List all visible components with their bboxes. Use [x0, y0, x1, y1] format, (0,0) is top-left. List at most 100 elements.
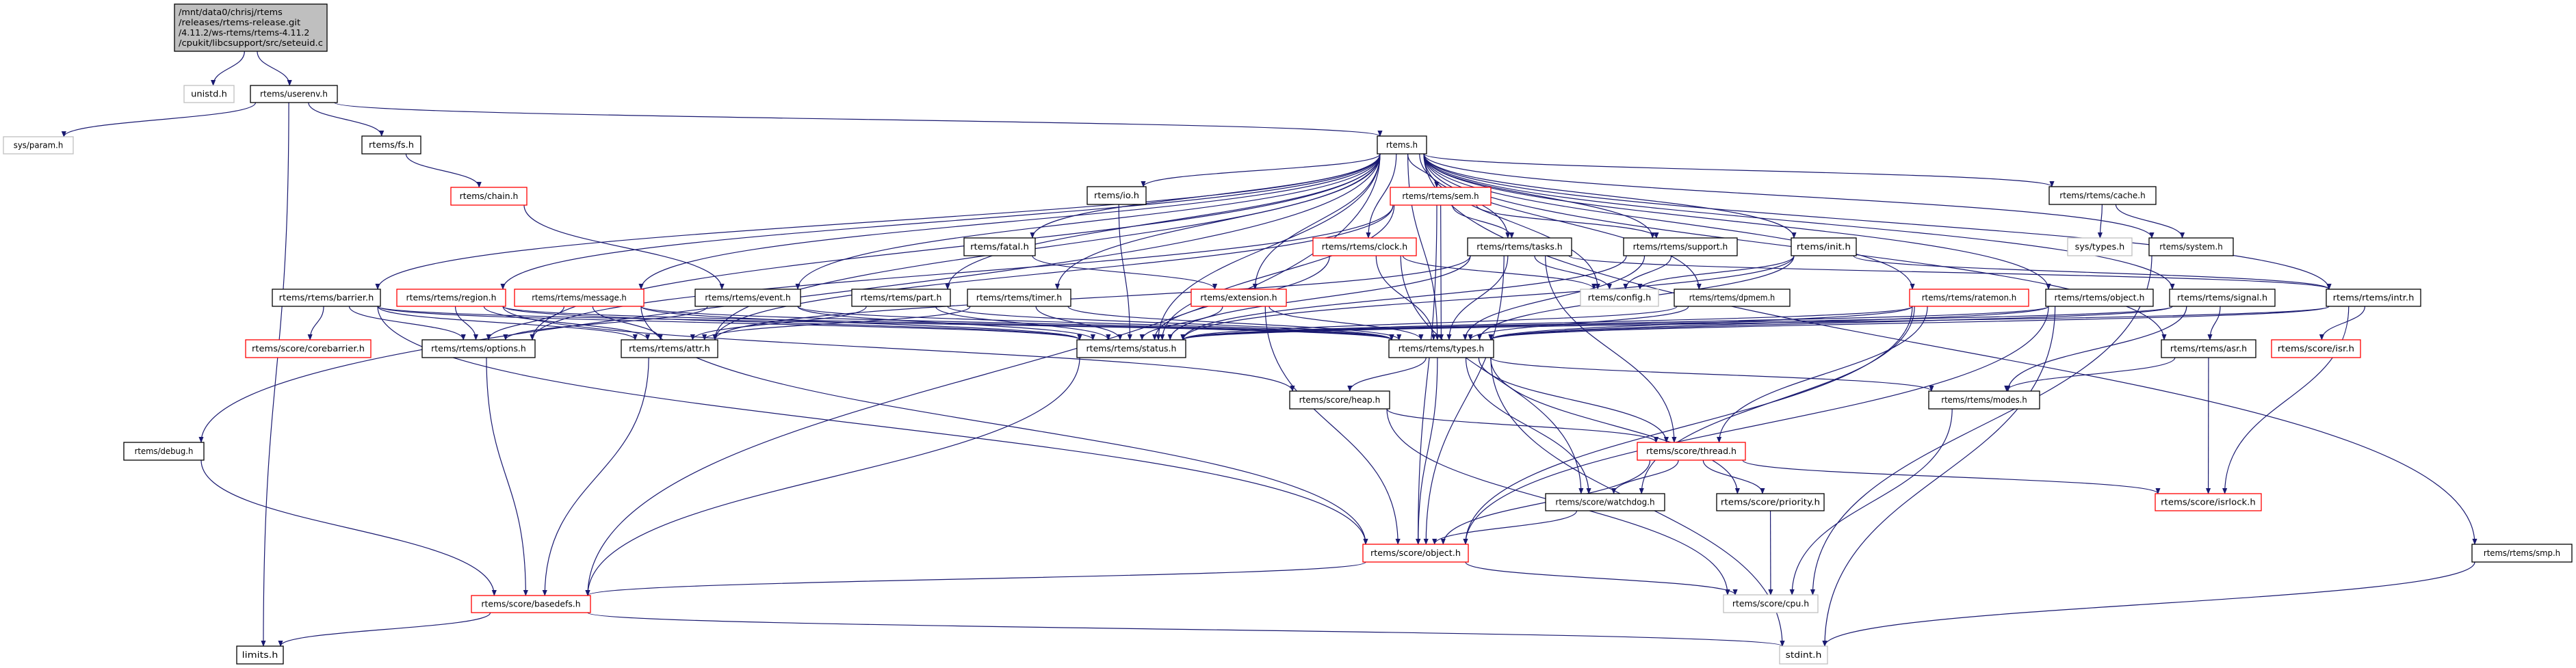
node-init[interactable]: rtems/init.h — [1791, 237, 1857, 256]
edge-barrier-to-options — [348, 306, 466, 340]
node-rtems[interactable]: rtems.h — [1377, 135, 1427, 155]
node-asr[interactable]: rtems/rtems/asr.h — [2161, 339, 2256, 358]
node-label: rtems/rtems/dpmem.h — [1689, 293, 1775, 303]
edge-sobject-to-basedefs — [585, 561, 1366, 596]
node-thread[interactable]: rtems/score/thread.h — [1637, 442, 1746, 461]
edge-extension-to-sobject — [1264, 306, 1401, 545]
edge-rtems-to-sem — [1407, 153, 1440, 188]
node-barrier[interactable]: rtems/rtems/barrier.h — [272, 289, 381, 307]
edge-options-to-basedefs — [486, 357, 528, 596]
node-box — [1716, 493, 1825, 511]
node-isrlock[interactable]: rtems/score/isrlock.h — [2155, 493, 2262, 511]
node-clock[interactable]: rtems/rtems/clock.h — [1312, 237, 1417, 256]
edge-rtems-to-signal — [1423, 153, 2175, 290]
node-heap[interactable]: rtems/score/heap.h — [1289, 390, 1390, 410]
node-modes[interactable]: rtems/rtems/modes.h — [1928, 390, 2040, 410]
edge-modes-to-cpu — [1789, 408, 1953, 596]
node-cache[interactable]: rtems/rtems/cache.h — [2048, 186, 2157, 205]
node-main[interactable]: /mnt/data0/chrisj/rtems/releases/rtems-r… — [174, 3, 328, 52]
edge-event-to-status — [797, 306, 1095, 340]
node-label: rtems/system.h — [2159, 242, 2222, 252]
edge-clock-to-config — [1402, 255, 1597, 290]
edge-attr-to-basedefs — [542, 357, 649, 596]
node-status[interactable]: rtems/rtems/status.h — [1076, 339, 1186, 358]
node-io[interactable]: rtems/io.h — [1087, 186, 1147, 205]
node-isr[interactable]: rtems/score/isr.h — [2271, 339, 2361, 358]
node-label: rtems/config.h — [1588, 293, 1651, 303]
node-debug[interactable]: rtems/debug.h — [123, 442, 205, 461]
node-box — [2155, 493, 2262, 511]
edge-cache-to-system — [2115, 204, 2185, 239]
node-signal[interactable]: rtems/rtems/signal.h — [2169, 289, 2276, 307]
node-part[interactable]: rtems/rtems/part.h — [851, 289, 951, 307]
node-chain[interactable]: rtems/chain.h — [450, 187, 528, 206]
node-box — [183, 85, 235, 103]
node-intr[interactable]: rtems/rtems/intr.h — [2326, 289, 2421, 307]
edge-basedefs-to-limits — [278, 612, 491, 647]
node-box — [1637, 442, 1746, 461]
node-event[interactable]: rtems/rtems/event.h — [694, 289, 801, 307]
node-box — [361, 135, 421, 155]
edge-thread-to-priority — [1702, 459, 1765, 494]
node-label: rtems/score/corebarrier.h — [252, 344, 365, 353]
node-label: /releases/rtems-release.git — [179, 18, 301, 27]
edge-rtems-to-attr — [712, 153, 1381, 340]
node-basedefs[interactable]: rtems/score/basedefs.h — [471, 595, 591, 613]
node-box — [1362, 544, 1469, 563]
node-corebarrier[interactable]: rtems/score/corebarrier.h — [245, 339, 372, 358]
edge-rtems-to-ratemon — [1423, 153, 1915, 290]
node-attr[interactable]: rtems/rtems/attr.h — [621, 339, 718, 358]
node-box — [2148, 237, 2234, 256]
node-label: rtems/rtems/sem.h — [1402, 191, 1479, 201]
node-userenv[interactable]: rtems/userenv.h — [250, 85, 338, 103]
edge-rtems-to-robject — [1423, 153, 2051, 290]
node-box — [1312, 237, 1417, 256]
edge-event-to-types — [797, 306, 1394, 340]
edge-dpmem-to-types — [1468, 306, 1689, 340]
edge-barrier-to-types — [377, 306, 1394, 340]
node-types[interactable]: rtems/rtems/types.h — [1388, 339, 1494, 358]
node-system[interactable]: rtems/system.h — [2148, 237, 2234, 256]
node-timer[interactable]: rtems/rtems/timer.h — [967, 289, 1071, 307]
edge-rtems-to-system — [1423, 153, 2155, 239]
edge-barrier-to-corebarrier — [307, 306, 324, 340]
node-label: rtems/extension.h — [1200, 293, 1277, 303]
node-sem[interactable]: rtems/rtems/sem.h — [1390, 187, 1492, 206]
node-fs[interactable]: rtems/fs.h — [361, 135, 421, 155]
node-extension[interactable]: rtems/extension.h — [1191, 289, 1287, 307]
node-robject[interactable]: rtems/rtems/object.h — [2045, 289, 2154, 307]
node-tasks[interactable]: rtems/rtems/tasks.h — [1467, 237, 1572, 256]
node-ratemon[interactable]: rtems/rtems/ratemon.h — [1909, 289, 2029, 307]
node-label: rtems/rtems/timer.h — [976, 293, 1062, 303]
edge-message-to-options — [486, 306, 565, 340]
node-region[interactable]: rtems/rtems/region.h — [396, 289, 506, 307]
node-label: rtems/rtems/modes.h — [1941, 395, 2027, 405]
node-options[interactable]: rtems/rtems/options.h — [421, 339, 536, 358]
node-limits[interactable]: limits.h — [236, 645, 284, 665]
node-fatal[interactable]: rtems/fatal.h — [963, 237, 1036, 256]
edge-rtems-to-types — [1407, 153, 1440, 340]
node-smp[interactable]: rtems/rtems/smp.h — [2471, 544, 2573, 563]
node-support[interactable]: rtems/rtems/support.h — [1623, 237, 1738, 256]
edge-cache-to-systypes — [2097, 204, 2103, 239]
node-label: rtems/userenv.h — [260, 90, 328, 99]
edge-intr-to-isrlock — [2222, 306, 2350, 494]
node-box — [396, 289, 506, 307]
edge-sem-to-types — [1438, 204, 1444, 340]
node-watchdog[interactable]: rtems/score/watchdog.h — [1545, 493, 1665, 511]
edge-message-to-attr — [592, 306, 663, 340]
edge-support-to-config — [1623, 255, 1672, 290]
node-label: rtems/debug.h — [135, 446, 194, 456]
node-label: rtems/rtems/region.h — [406, 293, 497, 303]
node-priority[interactable]: rtems/score/priority.h — [1716, 493, 1825, 511]
node-box — [1723, 594, 1819, 613]
edge-signal-to-modes — [2005, 306, 2187, 392]
node-dpmem[interactable]: rtems/rtems/dpmem.h — [1674, 289, 1791, 307]
edge-asr-to-modes — [2004, 357, 2176, 392]
edge-tasks-to-thread — [1545, 255, 1677, 443]
node-sobject[interactable]: rtems/score/object.h — [1362, 544, 1469, 563]
node-message[interactable]: rtems/rtems/message.h — [514, 289, 645, 307]
node-label: rtems/init.h — [1797, 242, 1851, 252]
node-label: rtems/rtems/status.h — [1087, 344, 1177, 353]
